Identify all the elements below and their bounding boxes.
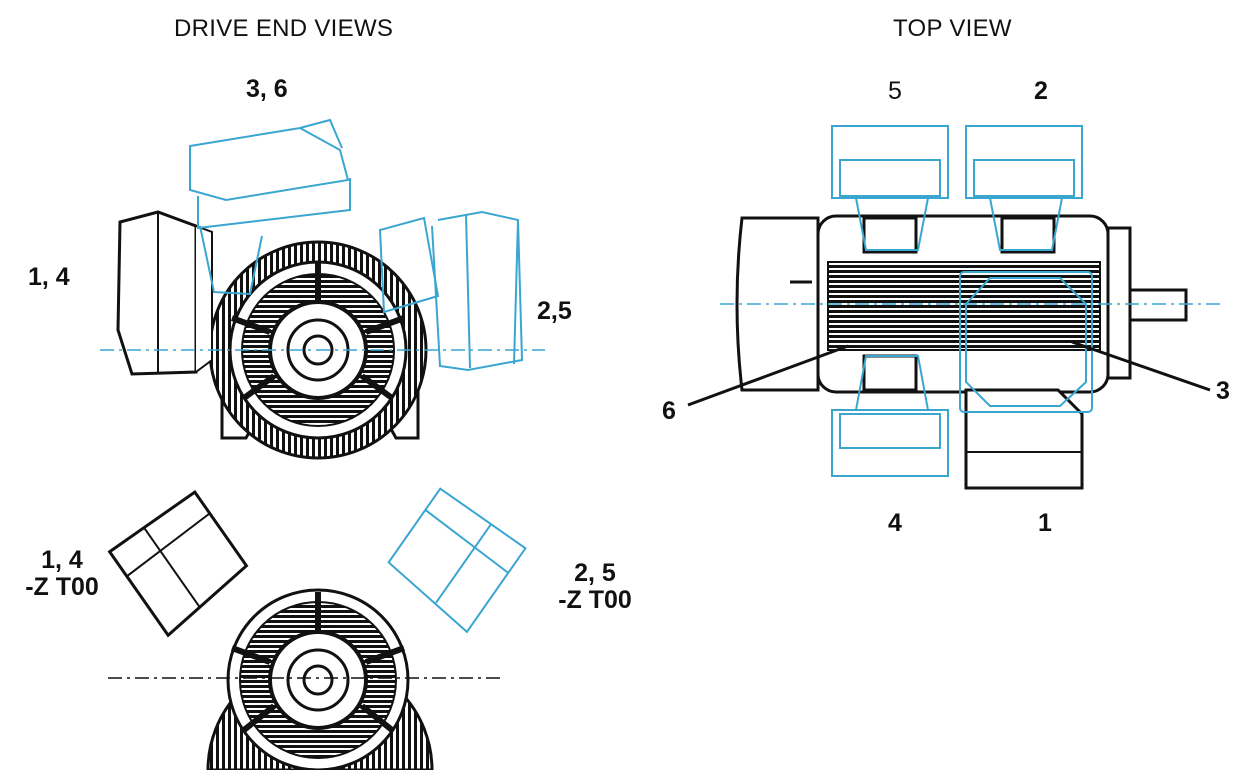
terminal-box-position-2 <box>965 125 1083 251</box>
end-shield-spokes-lower <box>230 592 406 733</box>
heading-top-view: TOP VIEW <box>893 15 1012 42</box>
cooling-ribs-top <box>827 261 1101 351</box>
label-position-3: 3 <box>1216 377 1230 405</box>
shaft <box>1128 288 1188 322</box>
label-position-1: 1 <box>1038 509 1052 537</box>
terminal-box-top-upper <box>189 118 351 296</box>
label-position-2: 2 <box>1034 77 1048 105</box>
terminal-box-position-3 <box>959 271 1093 413</box>
label-position-1-4-lower-line2: -Z T00 <box>25 573 99 601</box>
label-position-4: 4 <box>888 509 902 537</box>
label-position-1-4-lower: 1, 4 -Z T00 <box>22 547 102 601</box>
drive-end-view-lower <box>107 487 527 770</box>
top-view <box>687 125 1222 490</box>
terminal-box-left-lower <box>107 489 249 638</box>
label-position-1-4-upper: 1, 4 <box>28 263 70 291</box>
terminal-box-right-lower <box>387 487 527 634</box>
label-position-2-5-lower-line1: 2, 5 <box>574 559 616 587</box>
drive-end-view-upper <box>100 118 545 460</box>
terminal-box-right-upper <box>378 210 524 372</box>
label-position-6: 6 <box>662 397 676 425</box>
terminal-box-position-5 <box>831 125 949 251</box>
label-position-3-6: 3, 6 <box>246 75 288 103</box>
leader-line-3 <box>1071 340 1211 392</box>
leader-line-6 <box>687 344 849 407</box>
heading-drive-end-views: DRIVE END VIEWS <box>174 15 394 42</box>
terminal-box-position-4 <box>831 355 949 477</box>
terminal-box-position-1 <box>964 388 1084 490</box>
label-position-5: 5 <box>888 77 902 105</box>
label-position-1-4-lower-line1: 1, 4 <box>41 546 83 574</box>
label-position-2-5-upper: 2,5 <box>537 297 572 325</box>
label-position-2-5-lower-line2: -Z T00 <box>558 586 632 614</box>
label-position-2-5-lower: 2, 5 -Z T00 <box>552 560 638 614</box>
end-shield-spokes-upper <box>230 262 406 401</box>
